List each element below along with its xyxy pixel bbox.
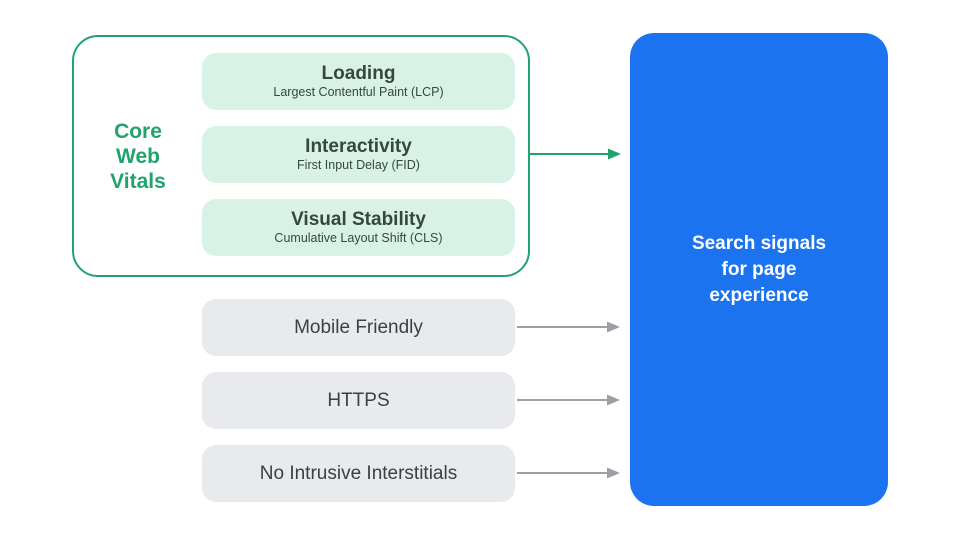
search-signals-result-box: Search signals for page experience [630, 33, 888, 506]
vital-subtitle-cls: Cumulative Layout Shift (CLS) [274, 231, 443, 245]
core-web-vitals-label: Core Web Vitals [110, 119, 166, 193]
arrow-mobile-friendly-icon [517, 321, 620, 333]
arrow-core-web-vitals-icon [530, 148, 621, 160]
vital-box-interactivity: Interactivity First Input Delay (FID) [202, 126, 515, 183]
arrow-no-intrusive-interstitials-icon [517, 467, 620, 479]
signal-box-https: HTTPS [202, 372, 515, 429]
signal-box-no-intrusive-interstitials: No Intrusive Interstitials [202, 445, 515, 502]
vital-title-loading: Loading [321, 63, 396, 84]
search-signals-result-label: Search signals for page experience [691, 232, 827, 306]
vital-subtitle-fid: First Input Delay (FID) [297, 158, 420, 172]
signal-box-mobile-friendly: Mobile Friendly [202, 299, 515, 356]
vital-title-visual-stability: Visual Stability [291, 209, 426, 230]
vital-subtitle-lcp: Largest Contentful Paint (LCP) [273, 85, 444, 99]
core-web-vitals-group: Core Web Vitals Loading Largest Contentf… [72, 35, 530, 277]
vital-box-visual-stability: Visual Stability Cumulative Layout Shift… [202, 199, 515, 256]
vital-title-interactivity: Interactivity [305, 136, 412, 157]
arrow-https-icon [517, 394, 620, 406]
vital-box-loading: Loading Largest Contentful Paint (LCP) [202, 53, 515, 110]
